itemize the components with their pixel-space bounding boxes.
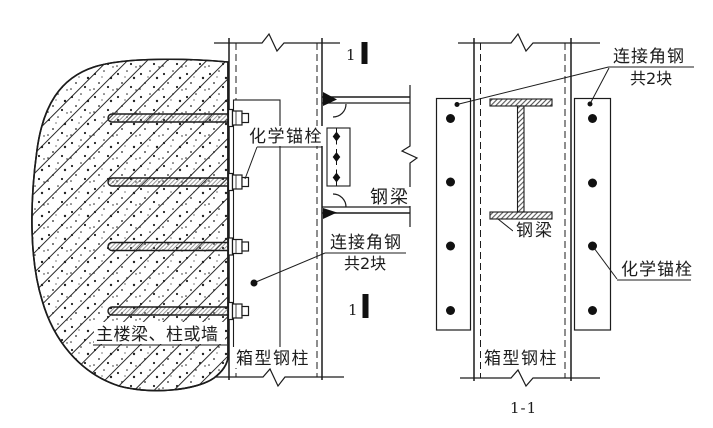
break-line-bottom [460, 368, 600, 388]
anchor-bolt [107, 301, 250, 321]
break-line-bottom [216, 367, 344, 388]
break-line-top [458, 32, 600, 53]
steel-beam-section [489, 98, 553, 220]
angle-steel-label-line2: 共2块 [344, 254, 386, 273]
leader-dot [587, 101, 593, 107]
anchor-bolts [107, 108, 250, 321]
section-marker-label: 1 [348, 301, 358, 319]
weld-symbol-top [323, 92, 337, 106]
section-view-labels: 连接角钢 共2块 钢梁 化学锚栓 箱型钢柱 1-1 [454, 47, 694, 417]
leader-dot [250, 279, 258, 287]
anchor-bolt-label: 化学锚栓 [249, 127, 323, 147]
angle-plate-left [435, 97, 472, 331]
steel-beam-label: 钢梁 [370, 187, 410, 208]
web-bolt-symbols [332, 128, 341, 186]
steel-beam-elevation [322, 85, 419, 227]
anchor-bolt-label: 化学锚栓 [621, 260, 693, 280]
section-marker-top: 1 [346, 42, 368, 64]
anchor-bolt [107, 172, 250, 192]
left-elevation-view: 1 1 化学锚栓 连接角钢 共2块 钢梁 主楼梁、柱或墙 箱型钢柱 [31, 32, 419, 392]
box-column-label: 箱型钢柱 [484, 349, 558, 369]
section-1-1-view: 连接角钢 共2块 钢梁 化学锚栓 箱型钢柱 1-1 [435, 32, 694, 417]
angle-steel-label-line1: 连接角钢 [330, 233, 402, 253]
leader-dot [454, 102, 460, 107]
anchor-bolt [107, 237, 250, 256]
break-line-top [214, 32, 340, 53]
left-view-labels: 化学锚栓 连接角钢 共2块 钢梁 主楼梁、柱或墙 箱型钢柱 [93, 126, 411, 369]
beam-break-line [400, 85, 419, 227]
steel-beam-label: 钢梁 [516, 221, 554, 241]
section-view-title: 1-1 [510, 399, 537, 417]
anchor-bolt [107, 108, 250, 128]
weld-symbol-bottom [323, 208, 337, 219]
angle-plate-right [573, 97, 612, 331]
section-marker-label: 1 [346, 46, 356, 64]
weld-arc-bottom [332, 193, 347, 208]
section-marker-bottom: 1 [348, 294, 369, 319]
concrete-member-label: 主楼梁、柱或墙 [96, 325, 219, 345]
angle-steel-label-line2: 共2块 [630, 69, 672, 88]
angle-steel-label-line1: 连接角钢 [613, 47, 685, 67]
box-column-label: 箱型钢柱 [236, 349, 310, 369]
weld-arc-top [332, 103, 347, 118]
